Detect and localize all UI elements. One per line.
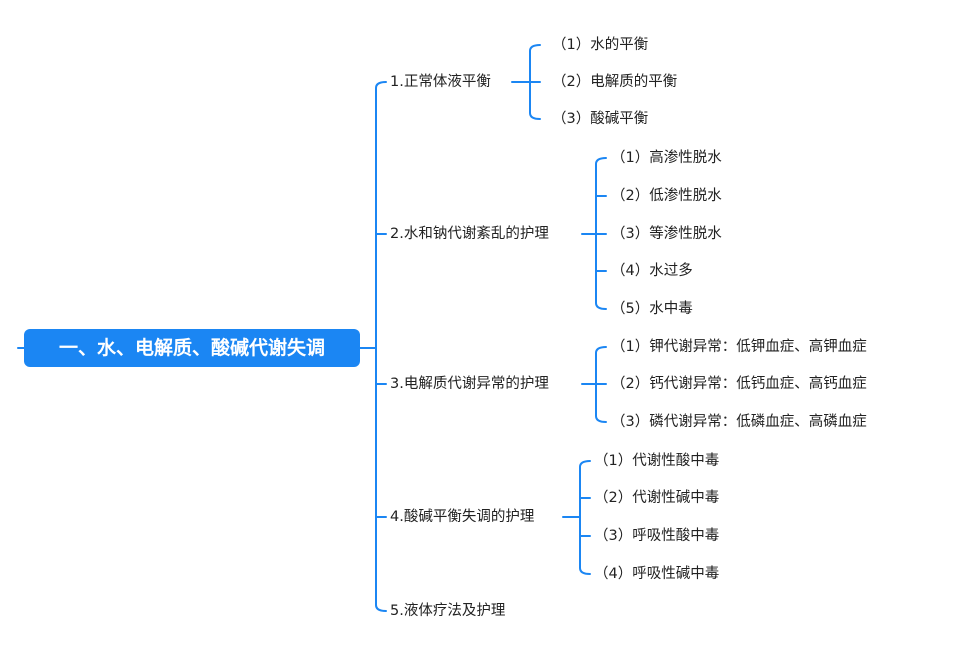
branch-2-leaf-2[interactable]: （2）低渗性脱水: [611, 188, 722, 204]
branch-5[interactable]: 5.液体疗法及护理: [390, 603, 506, 619]
branch-4[interactable]: 4.酸碱平衡失调的护理: [390, 509, 535, 525]
branch-4-leaf-3[interactable]: （3）呼吸性酸中毒: [594, 528, 720, 544]
branch-2[interactable]: 2.水和钠代谢紊乱的护理: [390, 226, 549, 242]
branch-4-leaf-1[interactable]: （1）代谢性酸中毒: [594, 453, 720, 469]
branch-4-bracket: [579, 460, 591, 575]
root-node[interactable]: 一、水、电解质、酸碱代谢失调: [24, 329, 360, 367]
branch-1-leaf-3[interactable]: （3）酸碱平衡: [552, 111, 649, 127]
branch-2-leaf-3[interactable]: （3）等渗性脱水: [611, 226, 722, 242]
branch-3-bracket: [595, 346, 607, 423]
branch-2-leaf-1[interactable]: （1）高渗性脱水: [611, 150, 722, 166]
branch-1[interactable]: 1.正常体液平衡: [390, 74, 491, 90]
branch-1-leaf-2[interactable]: （2）电解质的平衡: [552, 74, 678, 90]
branch-2-leaf-5[interactable]: （5）水中毒: [611, 301, 693, 317]
branch-2-leaf-4[interactable]: （4）水过多: [611, 263, 693, 279]
trunk-bracket: [375, 81, 387, 612]
branch-4-leaf-2[interactable]: （2）代谢性碱中毒: [594, 490, 720, 506]
branch-1-leaf-1[interactable]: （1）水的平衡: [552, 37, 649, 53]
branch-3-leaf-3[interactable]: （3）磷代谢异常：低磷血症、高磷血症: [611, 414, 867, 430]
branch-3-leaf-1[interactable]: （1）钾代谢异常：低钾血症、高钾血症: [611, 339, 867, 355]
branch-3-leaf-2[interactable]: （2）钙代谢异常：低钙血症、高钙血症: [611, 376, 867, 392]
branch-4-leaf-4[interactable]: （4）呼吸性碱中毒: [594, 566, 720, 582]
branch-2-bracket: [595, 157, 607, 310]
branch-1-bracket: [529, 44, 541, 120]
branch-3[interactable]: 3.电解质代谢异常的护理: [390, 376, 549, 392]
